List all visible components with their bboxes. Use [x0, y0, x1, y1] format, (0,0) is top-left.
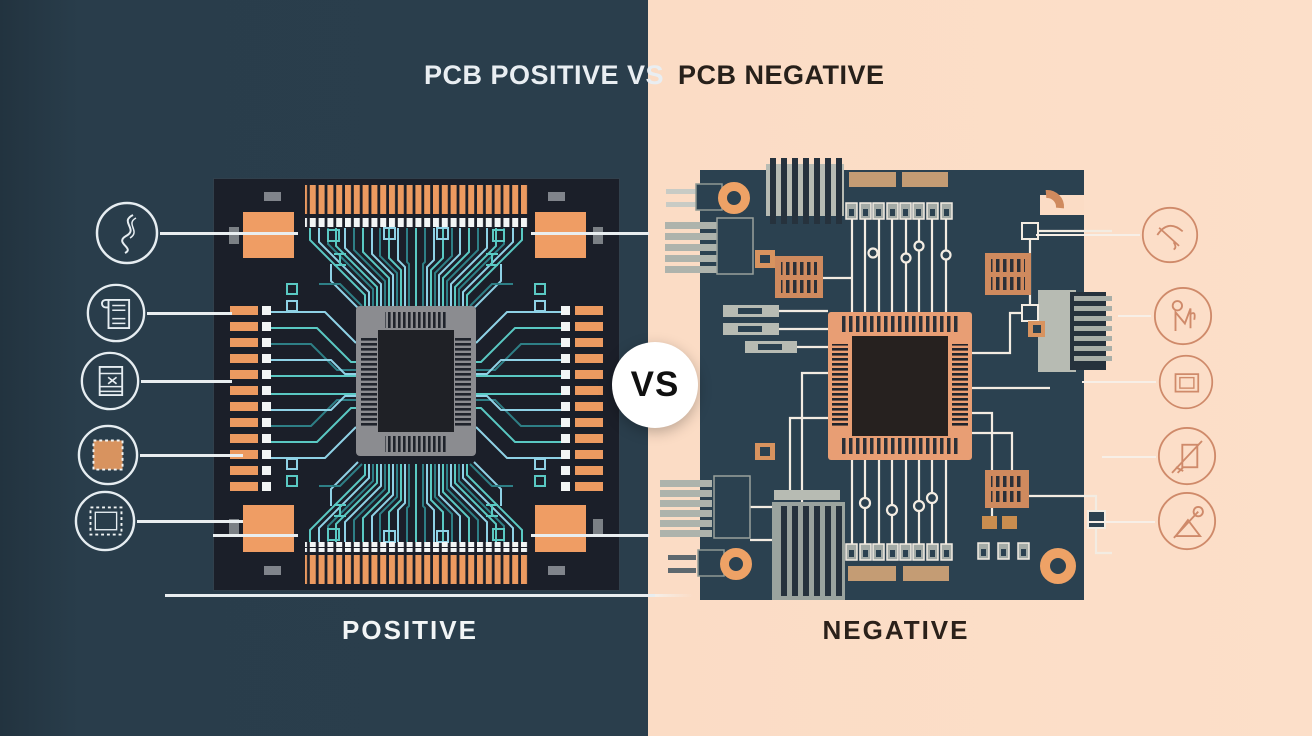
- title-left: PCB POSITIVE VS: [423, 60, 664, 90]
- resistor-bars: [723, 305, 797, 353]
- connector-line: [1118, 315, 1151, 317]
- title-right: PCB NEGATIVE: [678, 60, 885, 90]
- left-connector-a: [665, 217, 775, 275]
- divider-line-fade: [655, 594, 693, 597]
- divider-line: [165, 594, 655, 597]
- qfp-chip-gray: [356, 306, 476, 456]
- pickaxe-icon: [1141, 206, 1199, 264]
- eyelet-bottom-left: [668, 548, 752, 580]
- caption-positive: POSITIVE: [342, 615, 478, 645]
- connector-line: [140, 454, 243, 457]
- connector-line: [147, 312, 232, 315]
- left-connector-c: [660, 475, 751, 539]
- chip-outline-icon: [74, 490, 136, 552]
- copper-block-e: [985, 253, 1031, 295]
- connector-line: [1036, 234, 1140, 236]
- positive-pcb-illustration: [213, 178, 620, 591]
- connector-line: [213, 534, 298, 537]
- connector-line: [160, 232, 298, 235]
- slashed-box-icon: [1157, 426, 1217, 486]
- vs-badge: VS: [612, 342, 698, 428]
- right-fin-connector: [1038, 290, 1112, 372]
- connector-line: [531, 534, 649, 537]
- frame-icon: [1158, 354, 1214, 410]
- copper-block-f: [985, 470, 1029, 508]
- slashed-triangle-icon: [1157, 491, 1217, 551]
- connector-line: [1082, 381, 1156, 383]
- qfp-chip-copper: [828, 312, 972, 460]
- chip-filled-icon: [77, 424, 139, 486]
- eyelet-bottom-right: [1040, 548, 1076, 584]
- scroll-icon: [86, 283, 146, 343]
- squiggle-icon: [95, 201, 159, 265]
- vs-label: VS: [630, 365, 680, 404]
- caption-negative: NEGATIVE: [822, 615, 970, 645]
- negative-pcb-illustration: [660, 158, 1112, 600]
- top-connector: [766, 158, 844, 224]
- eyelet-top-left: [666, 182, 750, 214]
- document-x-icon: [80, 351, 140, 411]
- copper-block-b: [775, 256, 823, 298]
- flag-icon: [1153, 286, 1213, 346]
- connector-line: [531, 232, 649, 235]
- connector-line: [137, 520, 243, 523]
- bottom-fin-connector: [772, 490, 845, 600]
- connector-line: [1088, 521, 1155, 523]
- connector-line: [1102, 456, 1156, 458]
- connector-line: [141, 380, 232, 383]
